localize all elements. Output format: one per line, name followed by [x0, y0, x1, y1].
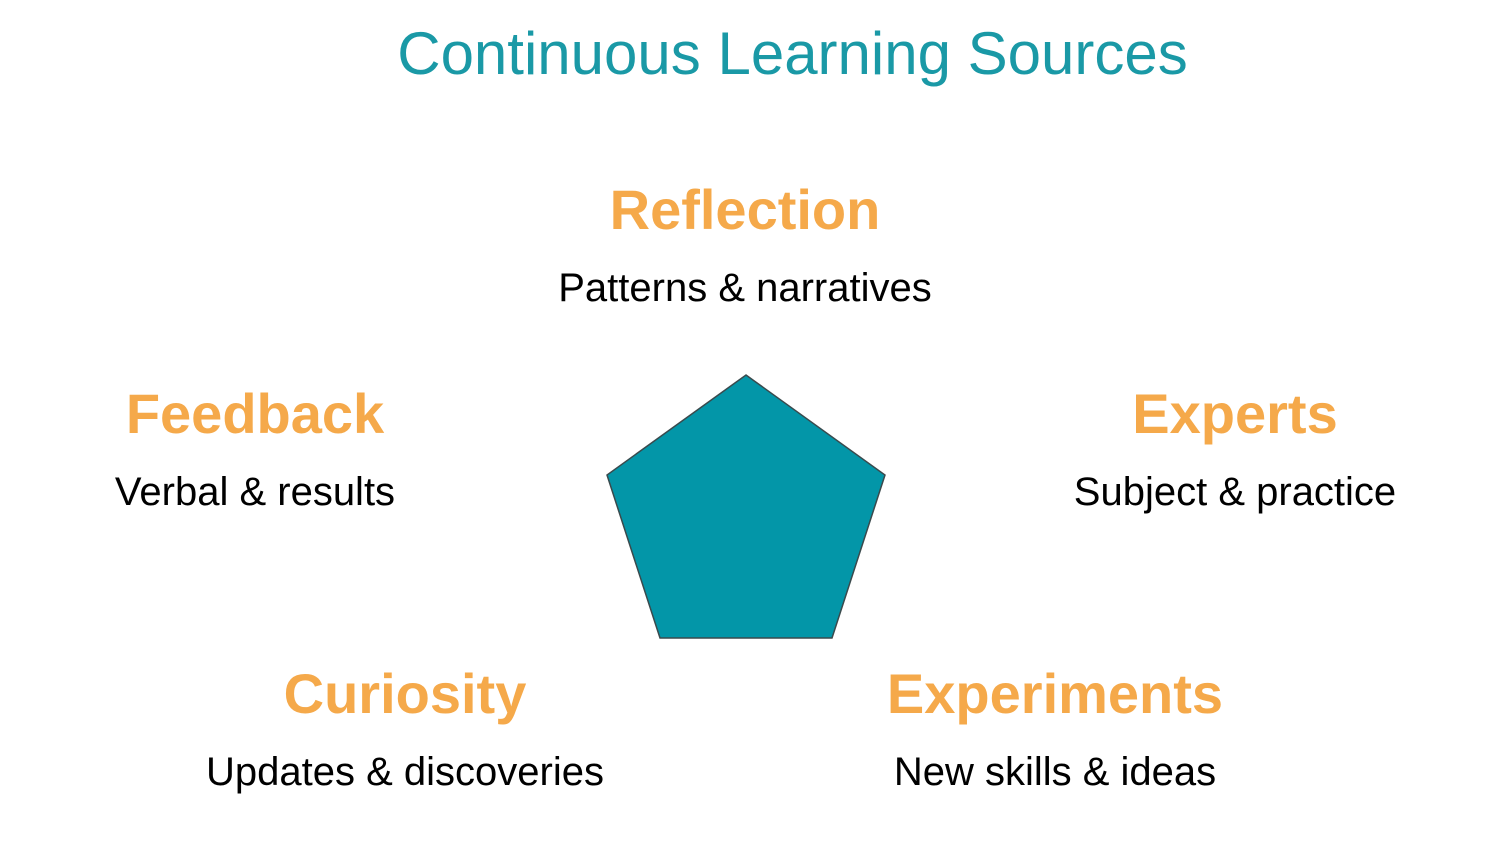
node-curiosity-description: Updates & discoveries [206, 750, 604, 794]
diagram-title: Continuous Learning Sources [397, 20, 1188, 87]
node-curiosity: Curiosity Updates & discoveries [155, 662, 655, 796]
node-reflection: Reflection Patterns & narratives [495, 178, 995, 312]
node-experiments-label: Experiments [886, 662, 1224, 725]
node-reflection-description: Patterns & narratives [558, 266, 932, 310]
node-feedback-description: Verbal & results [114, 470, 396, 514]
node-curiosity-label: Curiosity [283, 662, 527, 725]
node-feedback-label: Feedback [125, 382, 385, 445]
node-experts-description: Subject & practice [1073, 470, 1397, 514]
node-experts-label: Experts [1132, 382, 1338, 445]
node-reflection-label: Reflection [609, 178, 881, 241]
node-experiments: Experiments New skills & ideas [805, 662, 1305, 796]
node-feedback: Feedback Verbal & results [55, 382, 455, 516]
center-pentagon [606, 374, 886, 639]
node-experts: Experts Subject & practice [1035, 382, 1435, 516]
node-experiments-description: New skills & ideas [893, 750, 1217, 794]
